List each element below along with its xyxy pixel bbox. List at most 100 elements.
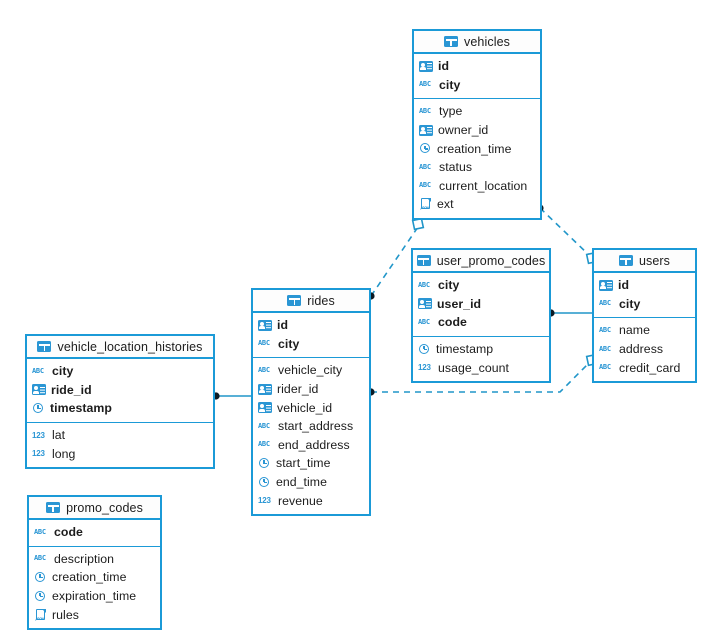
table-grid-icon [618, 255, 633, 266]
column-name: type [439, 104, 463, 119]
column-row-expiration_time[interactable]: expiration_time [29, 587, 160, 606]
abc-string-type-icon: ABC [258, 339, 270, 348]
column-name: usage_count [438, 360, 509, 375]
column-name: city [52, 364, 74, 379]
column-name: revenue [278, 493, 323, 508]
column-name: vehicle_city [278, 363, 343, 378]
clock-timestamp-type-icon [32, 402, 45, 415]
column-row-creation_time[interactable]: creation_time [29, 568, 160, 587]
abc-string-type-icon: ABC [258, 440, 270, 449]
column-name: id [618, 278, 630, 293]
abc-string-type-icon: ABC [599, 363, 611, 372]
table-title: rides [307, 293, 335, 308]
column-row-city[interactable]: ABC city [594, 295, 695, 314]
column-name: long [52, 446, 76, 461]
column-row-city[interactable]: ABC city [253, 335, 369, 354]
column-row-usage_count[interactable]: 123 usage_count [413, 358, 549, 377]
column-row-owner_id[interactable]: owner_id [414, 121, 540, 140]
column-row-id[interactable]: id [594, 276, 695, 295]
column-name: rider_id [277, 382, 319, 397]
relationship-vehicle-location-histories-to-rides[interactable] [212, 392, 251, 400]
column-row-ride_id[interactable]: ride_id [27, 381, 213, 400]
column-name: timestamp [436, 342, 494, 357]
abc-string-type-icon: ABC [599, 299, 611, 308]
column-name: owner_id [438, 123, 489, 138]
column-name: city [278, 336, 300, 351]
column-row-type[interactable]: ABC type [414, 102, 540, 121]
relationship-user-promo-codes-to-users[interactable] [547, 309, 592, 317]
clock-timestamp-type-icon [34, 571, 47, 584]
column-name: id [438, 59, 450, 74]
column-row-creation_time[interactable]: creation_time [414, 139, 540, 158]
123-number-type-icon: 123 [418, 363, 431, 373]
abc-string-type-icon: ABC [419, 106, 431, 115]
column-name: start_time [276, 456, 331, 471]
table-title: vehicles [464, 34, 510, 49]
clock-timestamp-type-icon [258, 476, 271, 489]
id-card-type-icon [258, 383, 272, 395]
column-name: end_address [278, 437, 350, 452]
table-header-vehicle_location_histories[interactable]: vehicle_location_histories [27, 336, 213, 359]
table-header-users[interactable]: users [594, 250, 695, 273]
clock-timestamp-type-icon [418, 343, 431, 356]
column-row-id[interactable]: id [253, 316, 369, 335]
column-row-vehicle_id[interactable]: vehicle_id [253, 398, 369, 417]
table-header-user_promo_codes[interactable]: user_promo_codes [413, 250, 549, 273]
column-row-end_address[interactable]: ABC end_address [253, 436, 369, 455]
abc-string-type-icon: ABC [258, 421, 270, 430]
column-name: expiration_time [52, 589, 137, 604]
json-document-type-icon: JSON [34, 608, 47, 621]
column-row-timestamp[interactable]: timestamp [27, 399, 213, 418]
column-row-end_time[interactable]: end_time [253, 473, 369, 492]
table-header-rides[interactable]: rides [253, 290, 369, 313]
table-grid-icon [46, 502, 61, 513]
column-row-timestamp[interactable]: timestamp [413, 340, 549, 359]
table-grid-icon [416, 255, 431, 266]
column-row-id[interactable]: id [414, 57, 540, 76]
clock-timestamp-type-icon [419, 142, 432, 155]
abc-string-type-icon: ABC [34, 554, 46, 563]
column-row-rider_id[interactable]: rider_id [253, 380, 369, 399]
column-name: ride_id [51, 382, 92, 397]
table-header-vehicles[interactable]: vehicles [414, 31, 540, 54]
abc-string-type-icon: ABC [34, 527, 46, 536]
table-header-promo_codes[interactable]: promo_codes [29, 497, 160, 520]
table-title: users [638, 253, 671, 268]
abc-string-type-icon: ABC [419, 80, 431, 89]
column-name: city [619, 296, 641, 311]
column-row-user_id[interactable]: user_id [413, 295, 549, 314]
table-grid-icon [444, 36, 459, 47]
column-row-start_time[interactable]: start_time [253, 454, 369, 473]
column-name: vehicle_id [277, 400, 333, 415]
